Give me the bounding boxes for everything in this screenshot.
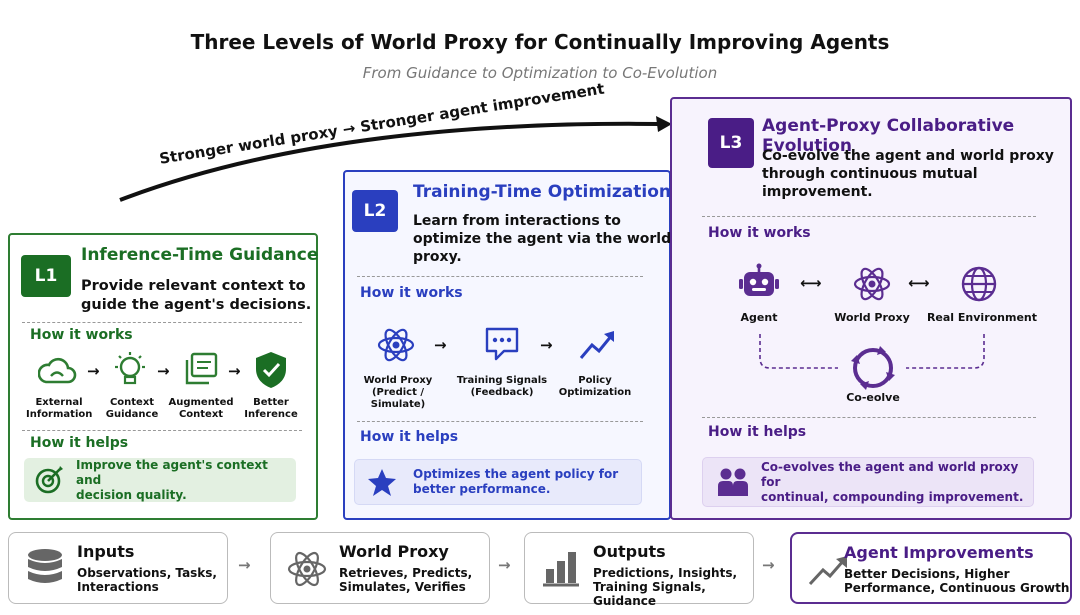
arrow-right-icon: → bbox=[87, 362, 100, 380]
pipeline-agent-improvements-card: Agent Improvements Better Decisions, Hig… bbox=[790, 532, 1072, 604]
chat-icon bbox=[485, 327, 519, 361]
step-label: Training Signals(Feedback) bbox=[456, 375, 548, 398]
step-label: World Proxy bbox=[834, 311, 910, 324]
divider bbox=[702, 417, 1036, 418]
target-icon bbox=[35, 466, 63, 494]
level-3-title: Agent-Proxy Collaborative Evolution bbox=[762, 116, 1015, 156]
robot-icon bbox=[739, 263, 779, 296]
pipeline-world-proxy-card: World Proxy Retrieves, Predicts,Simulate… bbox=[270, 532, 490, 604]
level-2-description: Learn from interactions to optimize the … bbox=[413, 213, 672, 265]
trend-up-icon bbox=[808, 556, 847, 586]
globe-icon bbox=[961, 266, 997, 302]
co-evolve-label: Co-eolve bbox=[846, 391, 900, 404]
atom-icon bbox=[377, 328, 415, 362]
level-3-description: Co-evolve the agent and world proxy thro… bbox=[762, 148, 1054, 200]
bidirectional-arrow-icon: ⟷ bbox=[908, 274, 930, 292]
arrow-right-icon: → bbox=[762, 556, 775, 574]
pipeline-title: Outputs bbox=[593, 542, 666, 561]
cycle-arrows-icon bbox=[851, 346, 895, 390]
divider bbox=[357, 276, 643, 277]
step-label: Agent bbox=[740, 311, 778, 324]
cloud-icon bbox=[38, 357, 77, 384]
documents-icon bbox=[185, 352, 218, 385]
level-1-how-it-helps-label: How it helps bbox=[30, 435, 129, 451]
page-title: Three Levels of World Proxy for Continua… bbox=[190, 30, 890, 54]
pipeline-title: Agent Improvements bbox=[844, 543, 1034, 562]
level-3-badge: L3 bbox=[708, 118, 754, 168]
people-icon bbox=[718, 468, 748, 496]
pipeline-title: Inputs bbox=[77, 542, 135, 561]
database-icon bbox=[28, 549, 62, 583]
level-1-description: Provide relevant context to guide the ag… bbox=[81, 278, 312, 313]
level-3-how-it-helps-label: How it helps bbox=[708, 424, 807, 440]
shield-check-icon bbox=[256, 352, 286, 388]
star-icon bbox=[368, 469, 396, 496]
pipeline-inputs-card: Inputs Observations, Tasks,Interactions bbox=[8, 532, 228, 604]
level-2-badge: L2 bbox=[352, 190, 398, 232]
step-label: World Proxy(Predict / Simulate) bbox=[363, 375, 433, 410]
arrow-right-icon: → bbox=[228, 362, 241, 380]
level-3-how-it-works-label: How it works bbox=[708, 225, 811, 241]
level-3-help-text: Co-evolves the agent and world proxy for… bbox=[761, 459, 1024, 504]
divider bbox=[702, 216, 1036, 217]
pipeline-title: World Proxy bbox=[339, 542, 449, 561]
pipeline-description: Retrieves, Predicts,Simulates, Verifies bbox=[339, 566, 473, 594]
arrow-right-icon: → bbox=[540, 336, 553, 354]
level-2-title: Training-Time Optimization bbox=[413, 182, 671, 202]
step-label: Real Environment bbox=[926, 311, 1038, 324]
arrow-right-icon: → bbox=[498, 556, 511, 574]
atom-icon bbox=[287, 551, 327, 587]
level-2-how-it-helps-label: How it helps bbox=[360, 429, 459, 445]
page-subtitle: From Guidance to Optimization to Co-Evol… bbox=[362, 64, 718, 82]
arrow-right-icon: → bbox=[238, 556, 251, 574]
pipeline-description: Predictions, Insights,Training Signals, … bbox=[593, 566, 738, 608]
pipeline-description: Observations, Tasks,Interactions bbox=[77, 566, 217, 594]
arrow-right-icon: → bbox=[434, 336, 447, 354]
co-evolve-loop-lines bbox=[759, 334, 985, 369]
atom-icon bbox=[853, 267, 891, 301]
divider bbox=[22, 322, 302, 323]
level-1-title: Inference-Time Guidance bbox=[81, 245, 319, 265]
bidirectional-arrow-icon: ⟷ bbox=[800, 274, 822, 292]
pipeline-outputs-card: Outputs Predictions, Insights,Training S… bbox=[524, 532, 754, 608]
lightbulb-icon bbox=[115, 352, 145, 385]
trend-up-icon bbox=[579, 331, 614, 359]
divider bbox=[22, 430, 302, 431]
level-1-badge: L1 bbox=[21, 255, 71, 297]
level-1-how-it-works-label: How it works bbox=[30, 327, 133, 343]
level-2-how-it-works-label: How it works bbox=[360, 285, 463, 301]
level-3-help-box: Co-evolves the agent and world proxy for… bbox=[702, 457, 1034, 507]
arrow-right-icon: → bbox=[157, 362, 170, 380]
bar-chart-icon bbox=[543, 552, 579, 587]
divider bbox=[357, 421, 643, 422]
